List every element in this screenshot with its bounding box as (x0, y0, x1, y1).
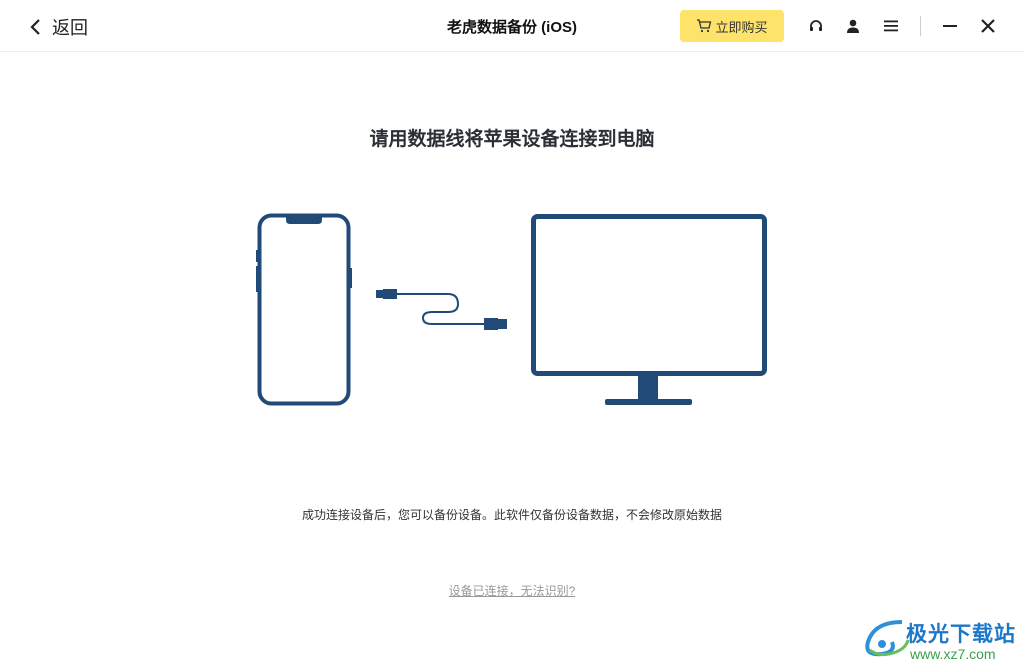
buy-now-label: 立即购买 (715, 19, 768, 35)
minimize-icon (943, 25, 957, 27)
close-icon (981, 19, 995, 33)
watermark-name: 极光下载站 (906, 623, 1016, 646)
watermark-url: www.xz7.com (910, 646, 996, 662)
app-title: 老虎数据备份 (iOS) (447, 19, 577, 36)
headset-icon (810, 20, 822, 31)
user-icon (847, 19, 859, 33)
menu-icon (884, 20, 898, 32)
support-button[interactable] (806, 16, 826, 36)
close-button[interactable] (978, 16, 998, 36)
chevron-left-icon (30, 19, 40, 35)
connection-note: 成功连接设备后，您可以备份设备。此软件仅备份设备数据，不会修改原始数据 (301, 508, 722, 522)
titlebar-divider (920, 16, 921, 36)
account-button[interactable] (843, 16, 863, 36)
phone-icon (256, 213, 352, 406)
page-headline: 请用数据线将苹果设备连接到电脑 (369, 129, 655, 150)
monitor-icon (531, 214, 767, 405)
device-not-recognized-link[interactable]: 设备已连接，无法识别? (448, 584, 576, 598)
buy-now-button[interactable]: 立即购买 (680, 10, 784, 42)
cart-icon (697, 19, 712, 33)
watermark: 极光下载站 www.xz7.com (862, 614, 1022, 664)
minimize-button[interactable] (940, 16, 960, 36)
swirl-logo-icon (865, 620, 910, 657)
menu-button[interactable] (881, 16, 901, 36)
device-not-recognized-link-wrap: 设备已连接，无法识别? (0, 582, 1024, 599)
title-bar: 返回 老虎数据备份 (iOS) 立即购买 (0, 0, 1024, 52)
connect-device-illustration (256, 213, 767, 406)
cable-icon (376, 289, 507, 330)
back-label: 返回 (52, 18, 88, 38)
back-button[interactable]: 返回 (28, 14, 88, 40)
